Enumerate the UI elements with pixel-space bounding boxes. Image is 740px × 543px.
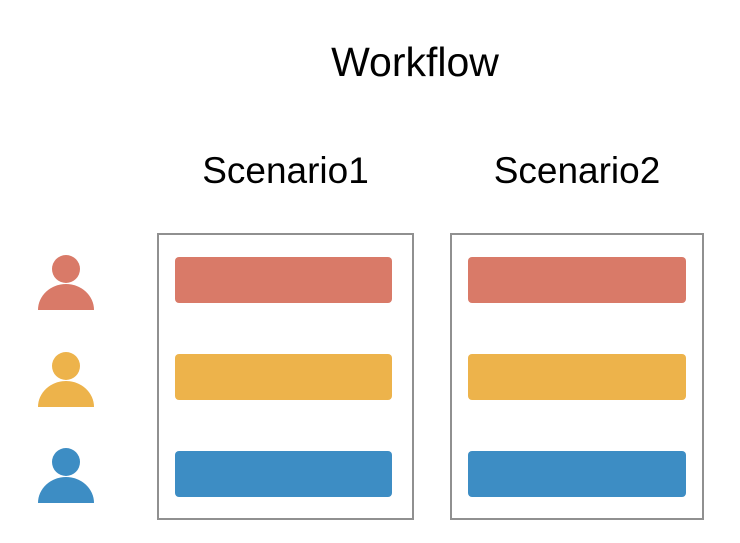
task-bar[interactable] (175, 451, 392, 497)
person-head-shape (52, 255, 80, 283)
person-head-shape (52, 352, 80, 380)
page-title: Workflow (0, 38, 740, 86)
person-body-shape (38, 381, 94, 407)
task-bar[interactable] (468, 257, 686, 303)
task-bar[interactable] (175, 257, 392, 303)
page-title-text: Workflow (331, 39, 499, 85)
task-bar[interactable] (468, 354, 686, 400)
person-icon (38, 255, 94, 310)
person-body-shape (38, 284, 94, 310)
person-head-shape (52, 448, 80, 476)
person-icon (38, 352, 94, 407)
column-header-scenario2: Scenario2 (493, 150, 661, 191)
person-icon (38, 448, 94, 503)
task-bar[interactable] (175, 354, 392, 400)
task-bar[interactable] (468, 451, 686, 497)
person-body-shape (38, 477, 94, 503)
column-header-scenario1: Scenario1 (202, 150, 369, 191)
actor-legend-column (0, 0, 150, 543)
